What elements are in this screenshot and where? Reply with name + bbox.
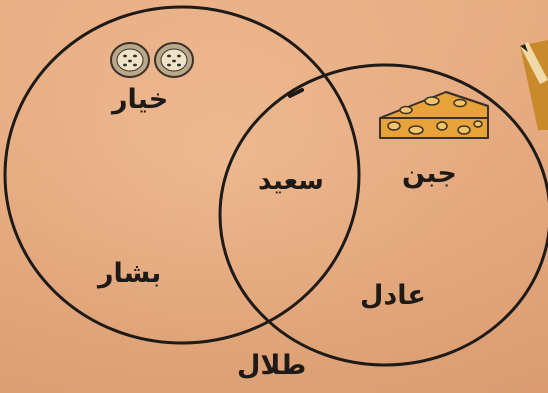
pencil-icon: [512, 40, 548, 135]
cucumber-set-label: خيار: [112, 86, 168, 113]
intersection-name-label: سعيد: [258, 168, 324, 194]
cucumber-only-name-label: بشار: [98, 260, 161, 287]
cheese-only-name-label: عادل: [360, 282, 426, 309]
cheese-wedge-icon: [376, 88, 494, 149]
cheese-set-label: جبن: [402, 160, 457, 187]
neither-name-label: طلال: [237, 352, 306, 379]
cucumber-slices-icon: [108, 40, 200, 85]
